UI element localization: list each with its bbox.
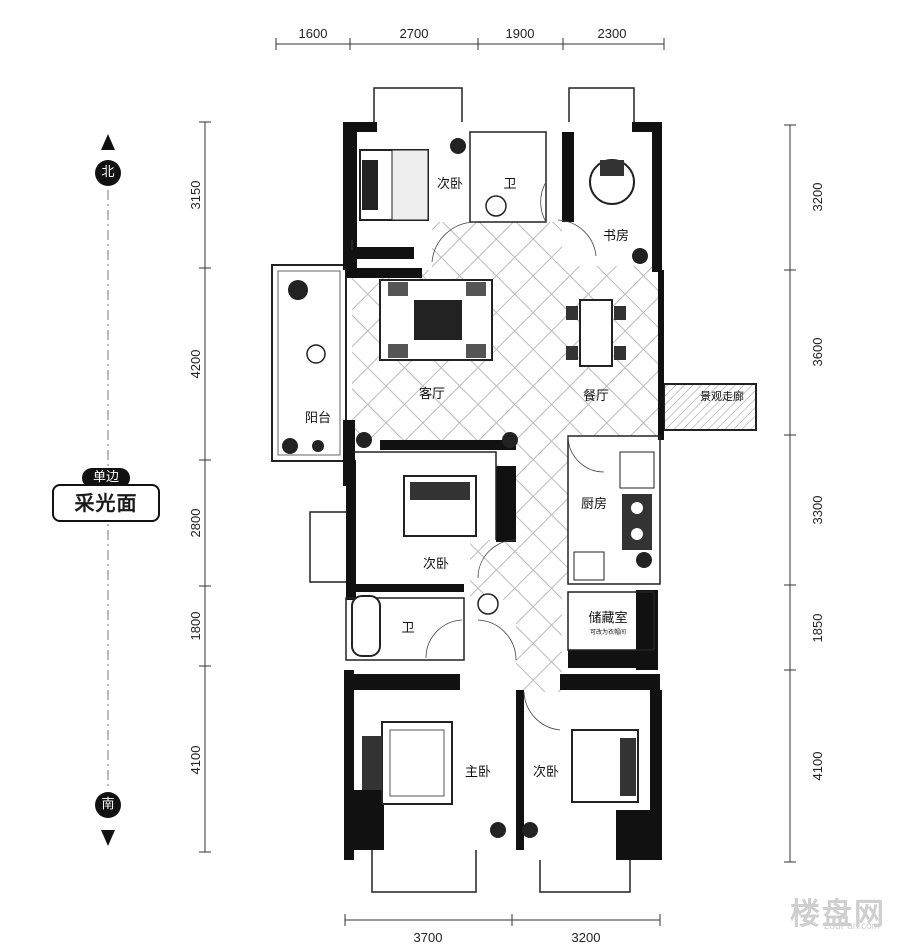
dimension-labels-bottom: 3700 3200 [414, 930, 601, 945]
dim-left-1: 3150 [188, 181, 203, 210]
dim-left-4: 1800 [188, 612, 203, 641]
label-living: 客厅 [419, 386, 445, 402]
room-labels: 次卧 卫 书房 客厅 餐厅 阳台 景观走廊 次卧 厨房 卫 储藏室 可改为衣帽间… [305, 176, 744, 780]
label-storage: 储藏室 [588, 610, 627, 626]
label-study: 书房 [603, 228, 629, 244]
plants [282, 138, 652, 838]
label-dining: 餐厅 [583, 388, 609, 404]
label-bath-s: 卫 [401, 621, 414, 636]
dim-right-5: 4100 [810, 752, 825, 781]
balcony-area [271, 264, 347, 462]
label-corridor: 景观走廊 [700, 389, 744, 403]
label-bath-n: 卫 [503, 177, 516, 192]
dim-right-4: 1850 [810, 614, 825, 643]
label-bedroom-nw: 次卧 [437, 176, 463, 192]
label-master: 主卧 [465, 765, 491, 780]
dim-top-2: 2700 [400, 26, 429, 41]
label-storage-note: 可改为衣帽间 [590, 628, 626, 636]
compass-arrows [101, 134, 115, 846]
dim-right-3: 3300 [810, 496, 825, 525]
south-indicator: 南 [95, 792, 121, 818]
label-balcony: 阳台 [305, 411, 331, 426]
dim-top-1: 1600 [299, 26, 328, 41]
dim-left-5: 4100 [188, 746, 203, 775]
dimension-labels-top: 1600 2700 1900 2300 [299, 26, 627, 41]
door-swings [425, 181, 605, 731]
dimension-labels-right: 3200 3600 3300 1850 4100 [810, 183, 825, 781]
dim-top-3: 1900 [506, 26, 535, 41]
dimension-labels-left: 3150 4200 2800 1800 4100 [188, 181, 203, 775]
dim-right-2: 3600 [810, 338, 825, 367]
watermark: 楼盘网 LouPan.com [726, 889, 886, 935]
watermark-main: 楼盘网 [790, 897, 886, 932]
walls [343, 122, 664, 860]
dim-top-4: 2300 [598, 26, 627, 41]
lighting-tag: 单边 [82, 468, 130, 488]
dim-left-3: 2800 [188, 509, 203, 538]
lighting-badge: 单边 采光面 [52, 468, 160, 524]
label-bedroom-mid: 次卧 [423, 556, 449, 572]
north-indicator: 北 [95, 160, 121, 186]
watermark-sub: LouPan.com [823, 921, 880, 932]
north-label: 北 [101, 165, 115, 180]
dim-bottom-2: 3200 [572, 930, 601, 945]
label-bedroom-se: 次卧 [533, 764, 559, 780]
dim-bottom-1: 3700 [414, 930, 443, 945]
lighting-label: 采光面 [52, 484, 160, 522]
furniture [306, 149, 655, 805]
dim-right-1: 3200 [810, 183, 825, 212]
south-label: 南 [101, 797, 115, 812]
dim-left-2: 4200 [188, 350, 203, 379]
label-kitchen: 厨房 [581, 496, 607, 512]
